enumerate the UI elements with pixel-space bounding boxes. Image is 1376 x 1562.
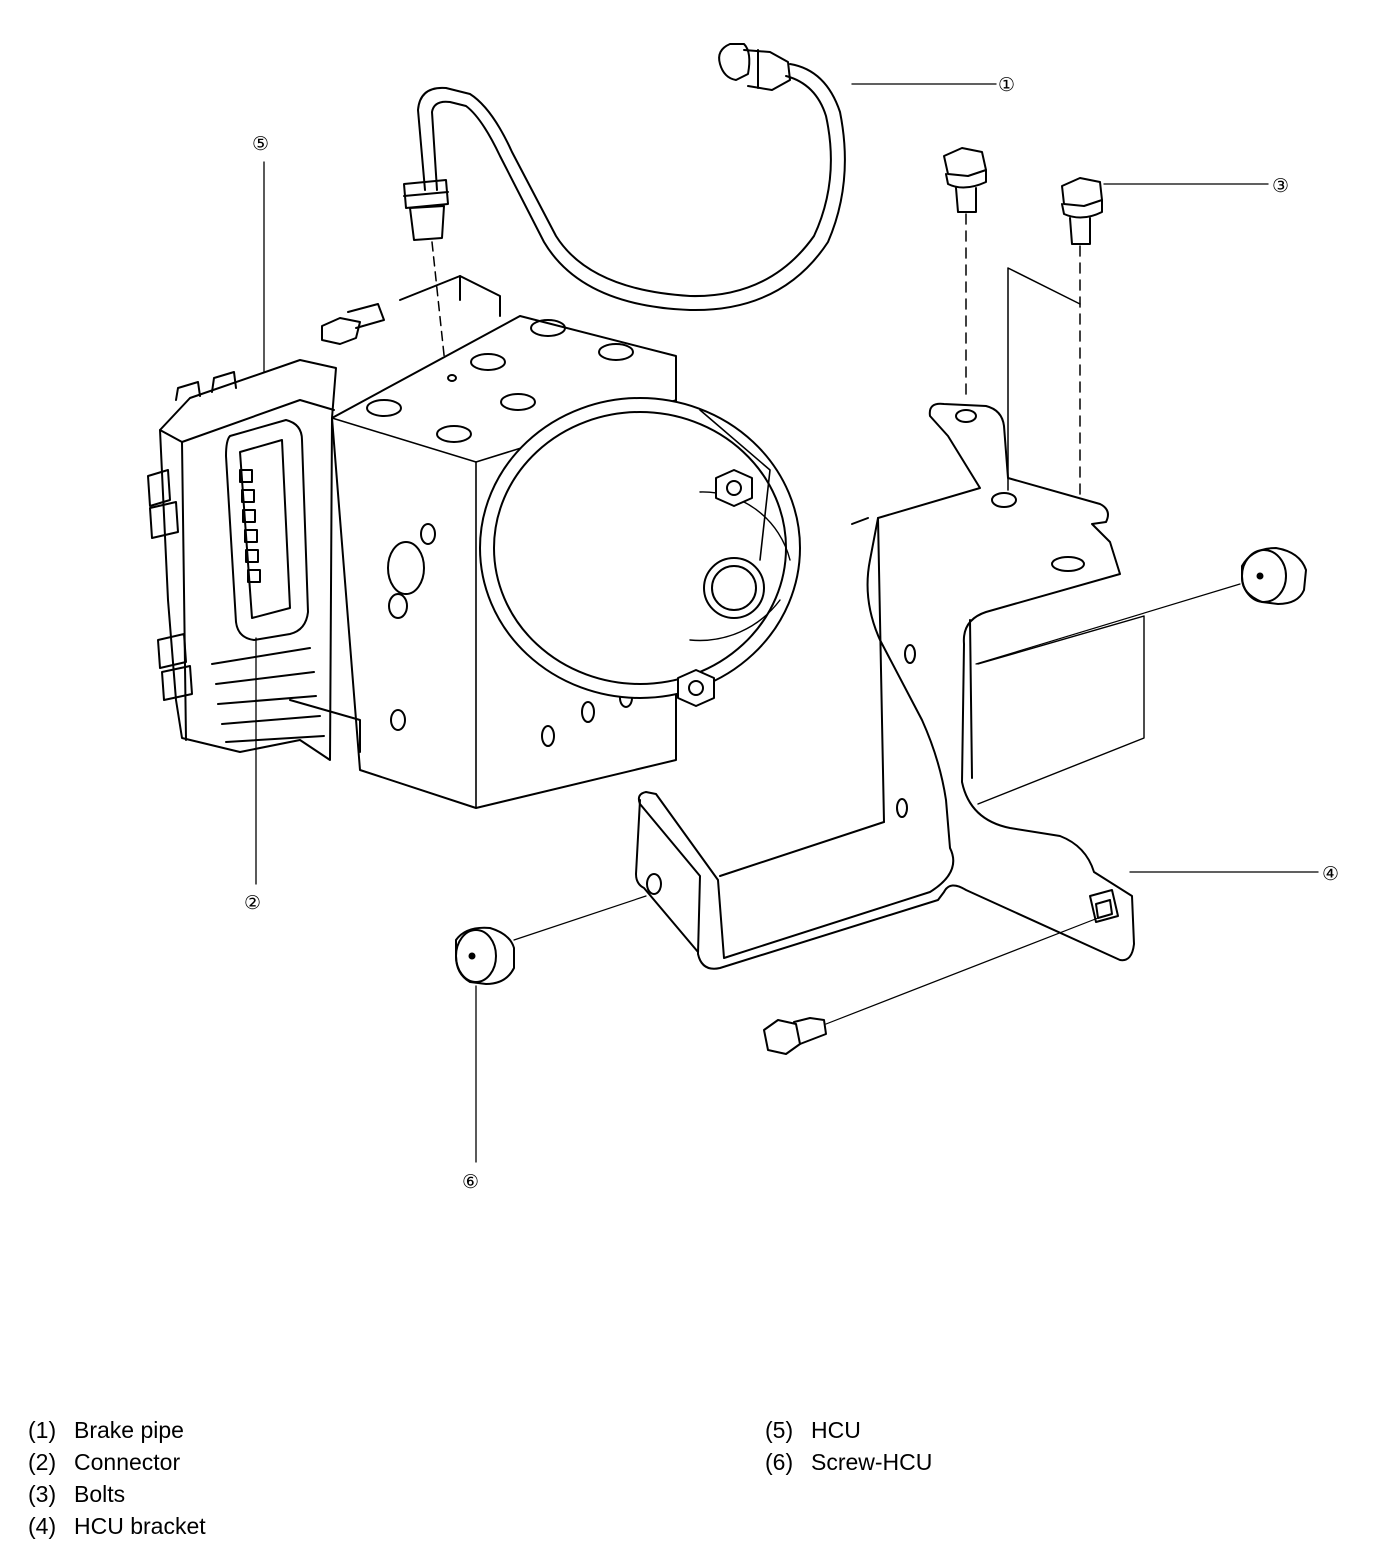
callout-2: ② [244, 892, 261, 914]
callout-3: ③ [1272, 175, 1289, 197]
callout-1: ① [998, 74, 1015, 96]
callout-6: ⑥ [462, 1171, 479, 1193]
screw-hcu [455, 547, 1307, 985]
legend-label: Brake pipe [74, 1417, 184, 1443]
legend-number: (6) [765, 1449, 794, 1475]
leader-lines [255, 83, 1319, 1163]
hcu-unit [147, 275, 801, 809]
legend-item: (5) HCU [765, 1414, 932, 1446]
legend-right-column: (5) HCU (6) Screw-HCU [765, 1414, 932, 1478]
legend-label: Connector [74, 1449, 181, 1475]
bolts [763, 147, 1103, 1055]
legend-number: (5) [765, 1417, 794, 1443]
legend-number: (2) [28, 1449, 57, 1475]
legend-label: Bolts [74, 1481, 126, 1507]
legend-label: HCU [811, 1417, 861, 1443]
brake-pipe [403, 43, 846, 312]
legend-number: (3) [28, 1481, 57, 1507]
bolt-bracket-reference [1007, 267, 1081, 491]
hcu-bracket [635, 402, 1145, 970]
connector [225, 419, 309, 641]
legend-number: (4) [28, 1513, 57, 1539]
legend-label: HCU bracket [74, 1513, 206, 1539]
legend-label: Screw-HCU [811, 1449, 933, 1475]
legend-item: (2) Connector [28, 1446, 206, 1478]
callout-4: ④ [1322, 863, 1339, 885]
callout-5: ⑤ [252, 133, 269, 155]
legend-item: (4) HCU bracket [28, 1510, 206, 1542]
legend-item: (1) Brake pipe [28, 1414, 206, 1446]
legend-left-column: (1) Brake pipe (2) Connector (3) Bolts (4) H… [28, 1414, 206, 1542]
legend-item: (6) Screw-HCU [765, 1446, 932, 1478]
legend-number: (1) [28, 1417, 57, 1443]
legend-item: (3) Bolts [28, 1478, 206, 1510]
